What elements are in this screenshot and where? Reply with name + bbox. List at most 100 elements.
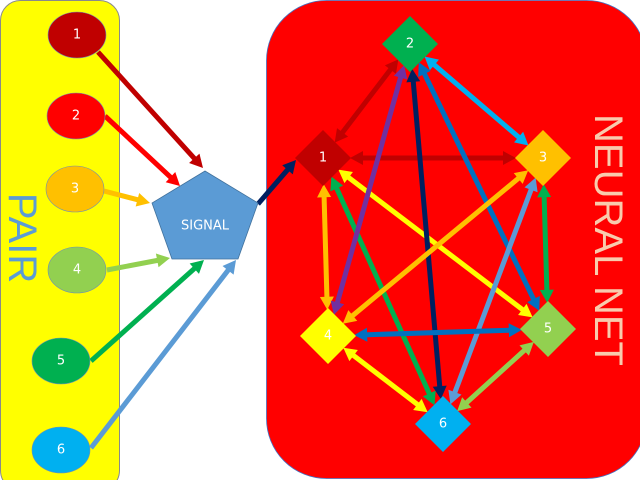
arrow-shaft	[96, 50, 199, 163]
net-edge-4-6	[343, 347, 428, 413]
arrowhead	[406, 68, 421, 83]
arrow-shaft	[430, 61, 523, 141]
arrowhead	[350, 151, 363, 165]
net-node-label: 2	[406, 37, 414, 52]
pair-node-label: 5	[57, 354, 65, 369]
arrow-shaft	[321, 194, 330, 300]
net-node-5: 5	[520, 301, 576, 357]
arrow-shaft	[541, 194, 550, 293]
net-node-3: 3	[515, 130, 571, 186]
net-node-diamond	[520, 301, 576, 357]
arrowhead	[514, 131, 529, 146]
arrowhead	[527, 296, 540, 311]
net-node-label: 5	[544, 322, 552, 337]
arrow-shaft	[103, 114, 175, 182]
arrowhead	[539, 289, 554, 303]
arrowhead	[519, 341, 534, 356]
net-edge-1-4	[317, 184, 334, 310]
pair-arrow-6	[89, 260, 236, 450]
pair-node-ellipse	[31, 337, 91, 385]
arrowhead	[330, 300, 345, 315]
pair-arrow-4	[106, 253, 170, 273]
pair-arrow-2	[103, 114, 180, 186]
pair-node-ellipse	[47, 11, 107, 59]
arrowhead	[338, 169, 353, 184]
net-edge-2-6	[406, 68, 447, 400]
arrow-shaft	[334, 74, 404, 306]
pair-node-5: 5	[31, 337, 91, 385]
arrowhead	[189, 260, 204, 274]
pair-arrow-1	[96, 50, 203, 168]
pair-node-label: 4	[73, 263, 81, 278]
net-edge-2-3	[424, 56, 529, 146]
net-node-6: 6	[415, 396, 471, 452]
pair-arrow-3	[103, 188, 150, 207]
arrowhead	[448, 389, 462, 405]
pair-arrow-5	[89, 260, 204, 363]
net-node-label: 4	[324, 329, 332, 344]
net-edge-3-5	[537, 184, 554, 303]
arrowhead	[537, 184, 552, 198]
arrow-shaft	[256, 165, 292, 206]
pair-title: PAIR	[0, 193, 44, 283]
net-node-2: 2	[382, 16, 438, 72]
net-node-diamond	[300, 308, 356, 364]
net-node-diamond	[415, 396, 471, 452]
arrowhead	[319, 296, 334, 310]
arrow-shaft	[420, 70, 538, 303]
arrowhead	[165, 172, 180, 186]
net-edge-2-5	[418, 62, 540, 311]
arrowhead	[189, 153, 203, 168]
arrow-shaft	[451, 186, 535, 396]
pair-node-2: 2	[46, 92, 106, 140]
arrowhead	[354, 327, 368, 342]
arrow-shaft	[106, 257, 161, 273]
arrowhead	[334, 128, 349, 143]
pair-node-label: 3	[71, 182, 79, 197]
net-edge-3-4	[342, 170, 529, 324]
net-edge-1-3	[350, 151, 516, 165]
pair-node-label: 2	[72, 109, 80, 124]
net-node-label: 1	[319, 151, 327, 166]
arrowhead	[135, 192, 150, 207]
net-node-label: 3	[539, 151, 547, 166]
arrowhead	[518, 303, 533, 318]
arrowhead	[503, 151, 516, 165]
pair-node-ellipse	[47, 246, 107, 294]
net-node-diamond	[295, 130, 351, 186]
arrowhead	[413, 398, 428, 413]
pair-node-6: 6	[31, 426, 91, 474]
net-edge-1-2	[334, 59, 399, 143]
arrowhead	[422, 390, 436, 406]
arrowhead	[222, 260, 236, 275]
net-node-label: 6	[439, 417, 447, 432]
pair-node-3: 3	[45, 165, 105, 213]
pair-node-ellipse	[45, 165, 105, 213]
net-node-1: 1	[295, 130, 351, 186]
arrow-shaft	[89, 266, 232, 450]
arrow-shaft	[338, 65, 395, 137]
arrow-shaft	[410, 78, 443, 390]
arrow-shaft	[364, 327, 512, 338]
pair-node-label: 1	[73, 28, 81, 43]
arrowhead	[513, 170, 529, 184]
net-node-diamond	[382, 16, 438, 72]
arrowhead	[393, 65, 408, 80]
arrow-shaft	[89, 264, 199, 363]
neural-net-title: NEURAL NET	[586, 114, 630, 366]
pair-node-ellipse	[31, 426, 91, 474]
net-edge-4-5	[354, 323, 522, 342]
arrow-shaft	[348, 174, 523, 320]
arrowhead	[432, 385, 447, 400]
signal-to-net-arrow	[256, 160, 296, 206]
net-node-diamond	[515, 130, 571, 186]
arrowhead	[282, 160, 296, 175]
arrow-shaft	[103, 188, 141, 203]
pair-node-label: 6	[57, 443, 65, 458]
arrowhead	[457, 397, 472, 412]
arrowhead	[343, 347, 358, 362]
net-edge-5-6	[457, 341, 534, 412]
arrowhead	[424, 56, 439, 71]
arrowhead	[330, 176, 344, 192]
